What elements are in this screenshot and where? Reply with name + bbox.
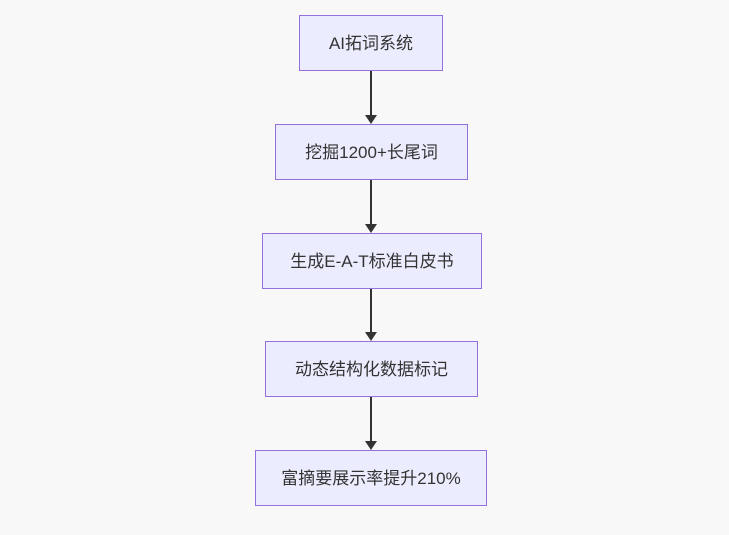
edge-line: [370, 71, 372, 116]
flow-edge-a-to-b: [364, 71, 378, 124]
flow-node-label: AI拓词系统: [328, 33, 414, 53]
edge-line: [370, 289, 372, 333]
flow-node-label: 富摘要展示率提升210%: [281, 468, 461, 488]
flow-node-rich-snippet-result: 富摘要展示率提升210%: [255, 450, 487, 506]
flow-node-structured-data-markup: 动态结构化数据标记: [265, 341, 478, 397]
flow-node-ai-keyword-system: AI拓词系统: [299, 15, 443, 71]
flow-edge-b-to-c: [364, 180, 378, 233]
arrowhead-down-icon: [365, 115, 377, 124]
arrowhead-down-icon: [365, 224, 377, 233]
flow-node-eat-whitepaper: 生成E-A-T标准白皮书: [262, 233, 482, 289]
flow-edge-c-to-d: [364, 289, 378, 341]
flow-node-label: 挖掘1200+长尾词: [305, 142, 438, 162]
flow-node-label: 动态结构化数据标记: [295, 359, 448, 379]
flow-edge-d-to-e: [364, 397, 378, 450]
arrowhead-down-icon: [365, 441, 377, 450]
flow-node-label: 生成E-A-T标准白皮书: [290, 251, 454, 271]
flow-node-longtail-mining: 挖掘1200+长尾词: [275, 124, 468, 180]
edge-line: [370, 180, 372, 225]
arrowhead-down-icon: [365, 332, 377, 341]
edge-line: [370, 397, 372, 442]
